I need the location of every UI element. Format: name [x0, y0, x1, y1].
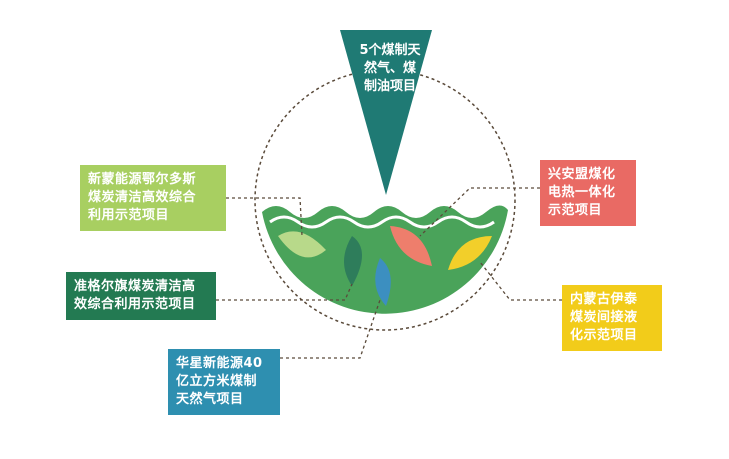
- project-box-yitai-line-2: 煤炭间接液: [570, 310, 638, 325]
- project-box-yitai-line-1: 内蒙古伊泰: [570, 292, 638, 307]
- project-box-huaxing-line-2: 亿立方米煤制: [176, 374, 258, 389]
- center-label: 5个煤制天 然气、煤 制油项目: [345, 42, 435, 96]
- center-label-line-1: 5个煤制天: [359, 43, 421, 58]
- project-box-yitai: 内蒙古伊泰 煤炭间接液 化示范项目: [562, 285, 662, 351]
- wave-line: [269, 215, 495, 229]
- bowl-shape: [262, 205, 508, 314]
- project-box-xinmeng: 新蒙能源鄂尔多斯 煤炭清洁高效综合 利用示范项目: [80, 165, 226, 231]
- project-box-huaxing: 华星新能源40 亿立方米煤制 天然气项目: [168, 349, 280, 415]
- leaf-red: [390, 226, 432, 266]
- leaf-light-green: [278, 231, 326, 258]
- center-label-line-3: 制油项目: [363, 79, 416, 94]
- connector-line-3: [280, 299, 381, 359]
- center-label-line-2: 然气、煤: [363, 61, 416, 76]
- connector-line-4: [419, 187, 540, 237]
- project-box-zhungeer: 准格尔旗煤炭清洁高 效综合利用示范项目: [66, 272, 216, 320]
- leaf-dark-green: [344, 236, 362, 286]
- connector-line-5: [479, 261, 562, 301]
- leaf-yellow: [448, 236, 492, 270]
- project-box-xinmeng-line-3: 利用示范项目: [88, 208, 170, 223]
- project-box-xinganmeng: 兴安盟煤化 电热一体化 示范项目: [540, 160, 636, 226]
- project-box-xinganmeng-line-1: 兴安盟煤化: [548, 167, 616, 182]
- project-box-yitai-line-3: 化示范项目: [570, 328, 638, 343]
- project-box-zhungeer-line-1: 准格尔旗煤炭清洁高: [74, 279, 196, 294]
- connector-line-1: [226, 197, 303, 237]
- funnel-triangle: [340, 30, 432, 195]
- project-box-xinganmeng-line-2: 电热一体化: [548, 185, 616, 200]
- leaf-blue: [375, 258, 391, 306]
- project-box-xinmeng-line-2: 煤炭清洁高效综合: [88, 190, 197, 205]
- project-box-xinmeng-line-1: 新蒙能源鄂尔多斯: [88, 172, 197, 187]
- project-box-huaxing-line-3: 天然气项目: [176, 392, 244, 407]
- connector-line-2: [216, 283, 353, 301]
- project-box-huaxing-line-1: 华星新能源40: [176, 356, 263, 371]
- project-box-zhungeer-line-2: 效综合利用示范项目: [74, 297, 196, 312]
- project-box-xinganmeng-line-3: 示范项目: [548, 203, 603, 218]
